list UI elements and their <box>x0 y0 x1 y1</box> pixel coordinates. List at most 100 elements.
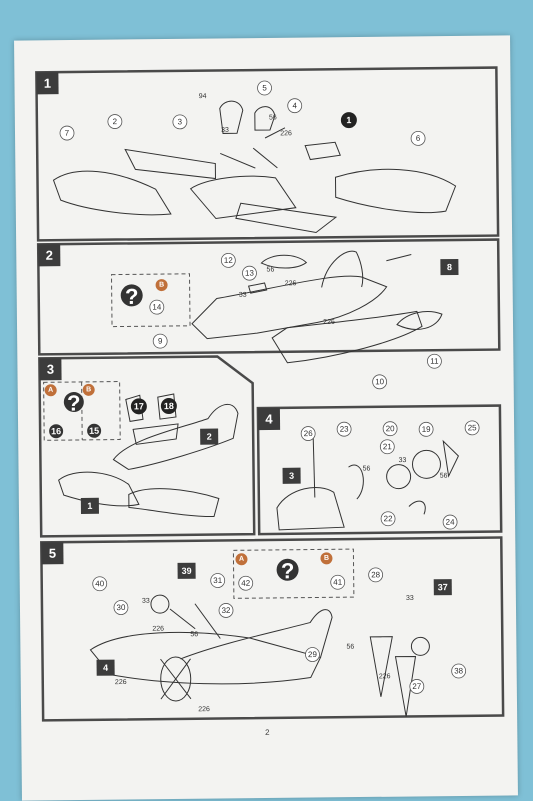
svg-text:42: 42 <box>241 579 251 588</box>
svg-text:56: 56 <box>269 114 277 121</box>
svg-text:29: 29 <box>308 650 318 659</box>
svg-text:226: 226 <box>115 679 127 686</box>
svg-text:4: 4 <box>103 663 108 673</box>
assembly-diagram: 1 2 3 4 5 94 5 4 <box>35 66 505 737</box>
svg-text:33: 33 <box>221 127 229 134</box>
svg-text:?: ? <box>125 284 139 309</box>
svg-text:18: 18 <box>164 401 174 411</box>
svg-text:56: 56 <box>267 266 275 273</box>
svg-text:22: 22 <box>384 514 394 523</box>
svg-text:15: 15 <box>89 426 99 436</box>
step-4-drawing <box>276 437 460 531</box>
step-2-tab: 2 <box>38 244 61 267</box>
svg-text:3: 3 <box>47 362 54 377</box>
svg-text:226: 226 <box>285 280 297 287</box>
step-5-tab: 5 <box>41 542 64 565</box>
svg-text:28: 28 <box>371 570 381 579</box>
svg-text:19: 19 <box>422 425 432 434</box>
step-2-frame <box>36 238 501 356</box>
svg-text:A: A <box>48 387 53 394</box>
step-5-part-callouts: 40 39 31 30 33 226 56 32 A ? 42 B 41 28 … <box>92 552 467 713</box>
svg-text:8: 8 <box>447 262 452 272</box>
step-1-frame <box>35 66 500 242</box>
svg-text:38: 38 <box>454 666 464 675</box>
svg-text:21: 21 <box>383 442 393 451</box>
step-1-tab: 1 <box>36 72 59 95</box>
svg-text:3: 3 <box>289 471 294 481</box>
svg-text:24: 24 <box>446 518 456 527</box>
svg-text:B: B <box>159 282 164 289</box>
step-4-frame <box>256 404 503 536</box>
svg-text:40: 40 <box>95 579 105 588</box>
step-2-option-box <box>110 273 191 328</box>
step-3-option-box <box>43 381 121 441</box>
step-1-drawing <box>52 100 457 233</box>
svg-text:226: 226 <box>198 706 210 713</box>
svg-text:226: 226 <box>280 130 292 137</box>
svg-text:1: 1 <box>346 115 351 125</box>
svg-text:7: 7 <box>65 129 70 138</box>
svg-text:4: 4 <box>292 101 297 110</box>
svg-text:17: 17 <box>134 401 144 411</box>
instruction-sheet: 1 2 3 4 5 94 5 4 <box>14 35 518 801</box>
svg-text:94: 94 <box>199 93 207 100</box>
step-3-tab: 3 <box>39 358 62 381</box>
svg-text:20: 20 <box>386 424 396 433</box>
svg-text:26: 26 <box>304 429 314 438</box>
svg-text:13: 13 <box>245 269 255 278</box>
step-3-frame <box>38 355 256 538</box>
step-5-frame <box>40 536 505 722</box>
svg-text:5: 5 <box>49 546 56 561</box>
svg-text:33: 33 <box>406 595 414 602</box>
svg-text:3: 3 <box>178 117 183 126</box>
svg-text:14: 14 <box>152 303 162 312</box>
step-5-option-box <box>232 548 355 599</box>
svg-text:27: 27 <box>412 682 422 691</box>
svg-text:1: 1 <box>87 501 92 511</box>
svg-text:226: 226 <box>152 626 164 633</box>
svg-text:2: 2 <box>207 432 212 442</box>
svg-text:16: 16 <box>51 426 61 436</box>
step-3-drawing <box>58 393 239 518</box>
svg-text:33: 33 <box>142 598 150 605</box>
svg-text:32: 32 <box>222 606 232 615</box>
svg-text:B: B <box>324 555 329 562</box>
svg-text:11: 11 <box>430 357 439 366</box>
svg-text:56: 56 <box>363 465 371 472</box>
page-number: 2 <box>265 728 270 737</box>
svg-text:2: 2 <box>46 248 53 263</box>
svg-text:56: 56 <box>346 644 354 651</box>
svg-text:56: 56 <box>440 473 448 480</box>
svg-text:30: 30 <box>116 603 126 612</box>
svg-text:25: 25 <box>468 423 478 432</box>
svg-text:6: 6 <box>416 134 421 143</box>
step-4-part-callouts: 26 23 20 19 25 21 56 33 56 3 22 24 <box>282 420 480 530</box>
svg-text:41: 41 <box>333 578 343 587</box>
svg-text:33: 33 <box>239 292 247 299</box>
step-2-part-callouts: 12 13 56 33 226 8 ? B 14 9 226 11 10 <box>120 252 459 390</box>
svg-text:56: 56 <box>190 631 198 638</box>
step-3-part-callouts: 17 18 A B ? 16 15 2 1 <box>44 383 219 514</box>
svg-text:33: 33 <box>399 457 407 464</box>
svg-text:A: A <box>239 556 244 563</box>
svg-text:1: 1 <box>44 76 51 91</box>
svg-text:39: 39 <box>182 566 192 576</box>
svg-text:226: 226 <box>379 673 391 680</box>
svg-text:9: 9 <box>158 337 163 346</box>
step-1-part-callouts: 94 5 4 56 3 33 226 2 7 1 6 <box>59 80 426 146</box>
svg-text:2: 2 <box>113 117 118 126</box>
svg-text:B: B <box>86 386 91 393</box>
svg-text:226: 226 <box>323 319 335 326</box>
svg-text:?: ? <box>281 558 295 583</box>
svg-text:37: 37 <box>438 582 448 592</box>
svg-text:?: ? <box>67 390 81 415</box>
step-5-drawing <box>89 594 430 717</box>
svg-text:12: 12 <box>224 256 234 265</box>
svg-text:4: 4 <box>265 411 273 426</box>
svg-text:23: 23 <box>340 425 350 434</box>
svg-text:31: 31 <box>213 576 223 585</box>
svg-text:5: 5 <box>262 83 267 92</box>
step-2-drawing <box>191 250 443 364</box>
step-4-tab: 4 <box>257 407 281 431</box>
